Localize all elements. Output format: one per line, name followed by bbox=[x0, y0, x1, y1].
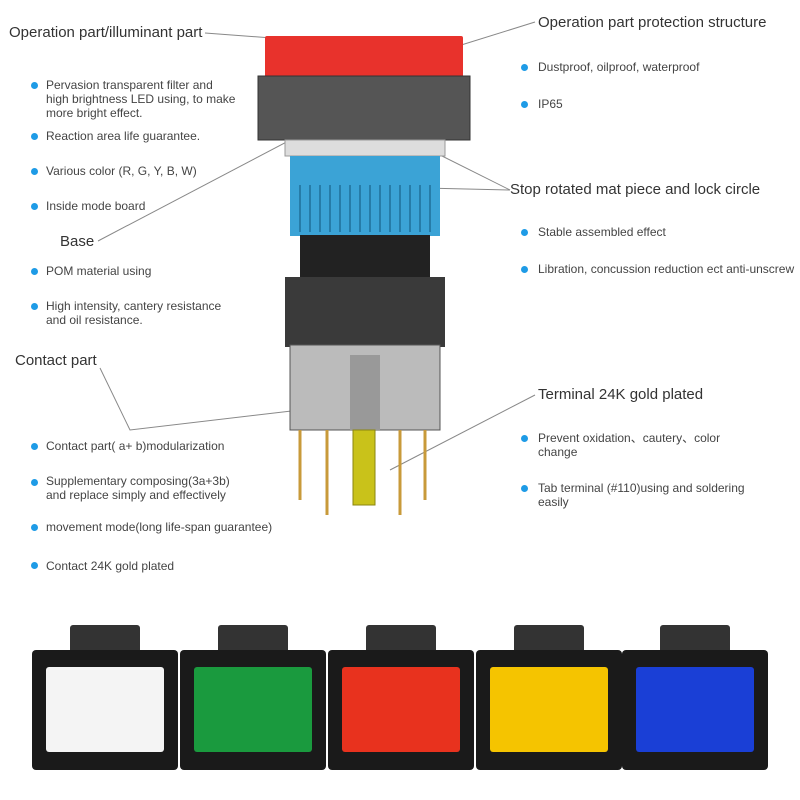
bullet-icon bbox=[31, 443, 38, 450]
bullet-text: Contact part( a+ b)modularization bbox=[46, 439, 225, 453]
bullet-icon bbox=[31, 82, 38, 89]
bullet-icon bbox=[31, 168, 38, 175]
bullet-text: Reaction area life guarantee. bbox=[46, 129, 201, 143]
bullet-icon bbox=[31, 479, 38, 486]
bullet-text: Dustproof, oilproof, waterproof bbox=[538, 60, 700, 74]
leader-lines bbox=[97, 21, 536, 471]
bullet-icon bbox=[521, 64, 528, 71]
bullet-icon bbox=[521, 485, 528, 492]
bullet-icon bbox=[521, 435, 528, 442]
button-green bbox=[180, 625, 326, 770]
heading-operation-part: Operation part/illuminant part bbox=[9, 24, 203, 41]
bullet-icon bbox=[521, 266, 528, 273]
bullet-text: movement mode(long life-span guarantee) bbox=[46, 520, 273, 534]
bullet-icon bbox=[31, 203, 38, 210]
bullet-icon bbox=[31, 303, 38, 310]
bullet-text: Contact 24K gold plated bbox=[46, 559, 175, 573]
button-red bbox=[328, 625, 474, 770]
bullet-icon bbox=[31, 524, 38, 531]
lock-ring bbox=[290, 156, 440, 236]
bullet-icon bbox=[31, 268, 38, 275]
button-blue bbox=[622, 625, 768, 770]
bullet-icon bbox=[521, 229, 528, 236]
bullet-icon bbox=[31, 562, 38, 569]
heading-terminal: Terminal 24K gold plated bbox=[538, 386, 704, 403]
bullet-icon bbox=[31, 133, 38, 140]
bullet-text: POM material using bbox=[46, 264, 152, 278]
button-white bbox=[32, 625, 178, 770]
heading-protection: Operation part protection structure bbox=[538, 14, 767, 31]
bullet-text: Various color (R, G, Y, B, W) bbox=[46, 164, 197, 178]
heading-contact-part: Contact part bbox=[15, 352, 97, 369]
bullet-text: Stable assembled effect bbox=[538, 225, 666, 239]
heading-stop-rotated: Stop rotated mat piece and lock circle bbox=[510, 181, 761, 198]
bullet-text: Inside mode board bbox=[46, 199, 146, 213]
red-cap bbox=[265, 36, 463, 78]
button-yellow bbox=[476, 625, 622, 770]
bullet-icon bbox=[521, 101, 528, 108]
housing bbox=[285, 277, 445, 347]
tab-terminal bbox=[352, 429, 376, 506]
heading-base: Base bbox=[60, 233, 95, 250]
bullet-text: Libration, concussion reduction ect anti… bbox=[538, 262, 795, 276]
bullet-text: Supplementary composing(3a+3b)and replac… bbox=[46, 474, 230, 502]
bullet-text: IP65 bbox=[538, 97, 563, 111]
